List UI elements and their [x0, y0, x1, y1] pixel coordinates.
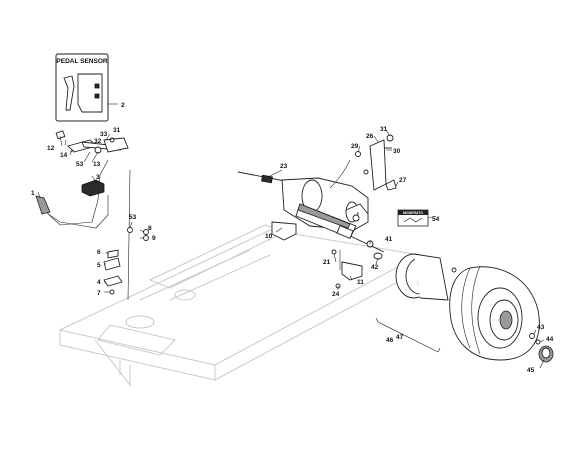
leader-lines [37, 129, 545, 369]
clip-43 [529, 333, 535, 339]
axle-shaft [345, 233, 385, 253]
callout-26: 26 [366, 133, 374, 140]
pedal-sensor-body [77, 73, 103, 113]
sensor-connector [94, 83, 100, 89]
bolt-27 [385, 179, 397, 191]
leader-47 [377, 321, 439, 353]
callout-31a: 31 [113, 127, 121, 134]
callout-44: 44 [546, 336, 554, 343]
callout-4: 4 [97, 279, 101, 286]
bolt-13 [94, 146, 102, 154]
callout-45: 45 [527, 367, 535, 374]
callout-32: 32 [94, 138, 102, 145]
callout-41: 41 [385, 236, 393, 243]
nut-53 [127, 227, 133, 233]
pedal-sensor-inset: PEDAL SENSOR [55, 53, 118, 122]
callout-46: 46 [386, 337, 394, 344]
bracket-5 [103, 257, 121, 271]
linkage-assembly [43, 130, 131, 301]
bracket-10 [271, 221, 297, 241]
plate-4 [103, 275, 123, 287]
nut-42 [373, 252, 383, 260]
assembly-leader [375, 317, 441, 353]
callout-1: 1 [31, 190, 35, 197]
part-1-sensor [35, 195, 51, 215]
wheel-rim [395, 253, 457, 301]
warning-label: MODERATO [403, 211, 423, 215]
washer-44 [535, 339, 541, 345]
callout-labels: 2 12 14 53 13 32 33 31 3 1 53 8 9 6 5 4 … [31, 102, 554, 374]
callout-8: 8 [148, 225, 152, 232]
small-hardware [103, 227, 149, 295]
screw-7 [109, 289, 115, 295]
brake-bracket [345, 134, 397, 215]
callout-27: 27 [399, 177, 407, 184]
chassis-frame [58, 224, 422, 387]
transaxle-assembly [237, 159, 385, 289]
pedal-arm-part [63, 75, 75, 111]
callout-23: 23 [280, 163, 288, 170]
inset-title: PEDAL SENSOR [56, 58, 107, 65]
callout-47: 47 [396, 334, 404, 341]
callout-31b: 31 [380, 126, 388, 133]
callout-33: 33 [100, 131, 108, 138]
callout-29: 29 [351, 143, 359, 150]
callout-30: 30 [393, 148, 401, 155]
bracket-11 [341, 261, 363, 281]
bolt-9 [143, 235, 149, 241]
callout-13: 13 [93, 161, 101, 168]
callout-12: 12 [47, 145, 55, 152]
callout-7: 7 [97, 290, 101, 297]
bushing-12 [55, 130, 66, 140]
tire [449, 265, 540, 361]
part-3-block [81, 179, 105, 197]
callout-11: 11 [357, 279, 364, 286]
bearing-block [336, 225, 354, 239]
hub-parts [529, 333, 554, 363]
callout-9: 9 [152, 235, 156, 242]
callout-53a: 53 [76, 161, 84, 168]
callout-14: 14 [60, 152, 68, 159]
callout-2: 2 [121, 102, 125, 109]
bracket-30 [369, 139, 387, 191]
nut-31 [386, 134, 394, 142]
plate-31 [103, 137, 129, 153]
callout-24: 24 [332, 291, 340, 298]
warning-sticker: MODERATO [397, 209, 429, 227]
callout-42: 42 [371, 264, 379, 271]
screw-21 [331, 249, 337, 255]
callout-21: 21 [323, 259, 331, 266]
throttle-parts [35, 179, 109, 229]
callout-53b: 53 [129, 214, 137, 221]
callout-54: 54 [432, 216, 440, 223]
callout-5: 5 [97, 262, 101, 269]
sensor-connector-2 [94, 93, 100, 99]
callout-10: 10 [265, 233, 273, 240]
screw-6 [107, 249, 119, 259]
callout-43: 43 [537, 324, 545, 331]
callout-3: 3 [96, 174, 100, 181]
bolt-29 [355, 151, 361, 157]
callout-6: 6 [97, 249, 101, 256]
